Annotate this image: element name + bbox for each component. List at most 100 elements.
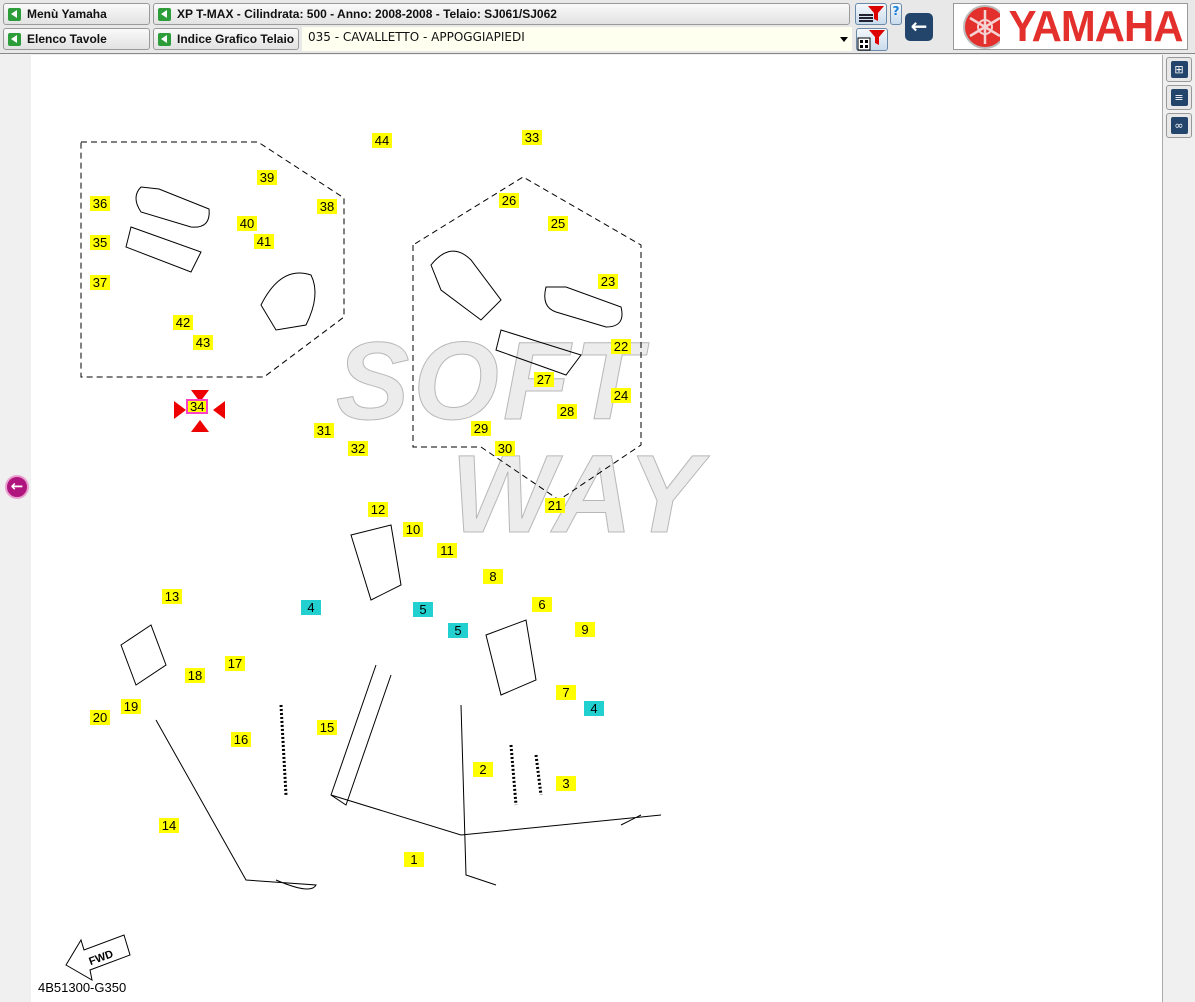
- callout[interactable]: 42: [173, 315, 193, 330]
- callout[interactable]: 4: [584, 701, 604, 716]
- callout[interactable]: 36: [90, 196, 110, 211]
- main-stand: [330, 664, 662, 886]
- list-button[interactable]: ≡: [1166, 85, 1192, 110]
- menu-yamaha-label: Menù Yamaha: [27, 7, 107, 21]
- back-arrow-icon: [158, 7, 171, 21]
- filter-list-icon: [859, 6, 884, 22]
- bracket-right: [430, 250, 502, 321]
- back-button[interactable]: ←: [905, 13, 933, 41]
- callout[interactable]: 26: [499, 193, 519, 208]
- help-label: ?: [892, 4, 900, 18]
- chevron-down-icon: [840, 37, 848, 42]
- callout[interactable]: 20: [90, 710, 110, 725]
- callout[interactable]: 37: [90, 275, 110, 290]
- watermark-soft: SOFT: [335, 320, 646, 443]
- filter-grid-icon: [857, 30, 885, 51]
- callout[interactable]: 8: [483, 569, 503, 584]
- elenco-tavole-label: Elenco Tavole: [27, 32, 107, 46]
- left-strip: [0, 55, 31, 1002]
- callout[interactable]: 28: [557, 404, 577, 419]
- springs: [279, 704, 543, 806]
- watermark-way: WAY: [450, 433, 706, 556]
- callout[interactable]: 27: [534, 372, 554, 387]
- callout[interactable]: 4: [301, 600, 321, 615]
- callout[interactable]: 1: [404, 852, 424, 867]
- callout[interactable]: 33: [522, 130, 542, 145]
- callout[interactable]: 40: [237, 216, 257, 231]
- callout[interactable]: 7: [556, 685, 576, 700]
- callout[interactable]: 10: [403, 522, 423, 537]
- sidestand: [155, 719, 317, 890]
- callout[interactable]: 11: [437, 543, 457, 558]
- table-select-value: 035 - CAVALLETTO - APPOGGIAPIEDI: [308, 30, 525, 44]
- toolbar: Menù Yamaha XP T-MAX - Cilindrata: 500 -…: [0, 0, 1195, 54]
- cart-button[interactable]: ⊞: [1166, 57, 1192, 82]
- callout[interactable]: 13: [162, 589, 182, 604]
- callout[interactable]: 32: [348, 441, 368, 456]
- filter-list-button[interactable]: [855, 3, 887, 25]
- indice-grafico-label: Indice Grafico Telaio: [177, 32, 295, 46]
- callout[interactable]: 2: [473, 762, 493, 777]
- callout[interactable]: 22: [611, 339, 631, 354]
- callout[interactable]: 12: [368, 502, 388, 517]
- callout-selected[interactable]: 34: [186, 399, 209, 414]
- callout[interactable]: 19: [121, 699, 141, 714]
- parts-drawing: FWD: [65, 141, 662, 981]
- footrest-right-group-outline: [412, 176, 642, 501]
- callout[interactable]: 5: [448, 623, 468, 638]
- callout[interactable]: 9: [575, 622, 595, 637]
- callout[interactable]: 17: [225, 656, 245, 671]
- callout[interactable]: 24: [611, 388, 631, 403]
- drawing-code: 4B51300-G350: [38, 980, 127, 995]
- filter-qr-button[interactable]: [856, 28, 888, 51]
- menu-yamaha-button[interactable]: Menù Yamaha: [3, 3, 150, 25]
- callout[interactable]: 29: [471, 421, 491, 436]
- sidebar: ⊞ ≡ ∞: [1162, 55, 1195, 1002]
- footrest-rubber-right: [544, 286, 623, 328]
- callout[interactable]: 15: [317, 720, 337, 735]
- indice-grafico-button[interactable]: Indice Grafico Telaio: [153, 28, 299, 50]
- yamaha-logo: YAMAHA: [953, 2, 1188, 51]
- parts-link-button[interactable]: ∞: [1166, 113, 1192, 138]
- callout[interactable]: 3: [556, 776, 576, 791]
- callout[interactable]: 23: [598, 274, 618, 289]
- callout[interactable]: 25: [548, 216, 568, 231]
- list-icon: ≡: [1170, 89, 1188, 106]
- selection-marker: [174, 390, 225, 432]
- previous-table-button[interactable]: ←: [5, 475, 29, 499]
- callout[interactable]: 30: [495, 441, 515, 456]
- back-arrow-icon: [8, 32, 21, 46]
- help-button[interactable]: ?: [890, 3, 902, 25]
- model-info-label: XP T-MAX - Cilindrata: 500 - Anno: 2008-…: [177, 7, 557, 21]
- callout[interactable]: 43: [193, 335, 213, 350]
- arrow-left-icon: ←: [910, 14, 928, 38]
- callout[interactable]: 14: [159, 818, 179, 833]
- arrow-left-icon: ←: [10, 477, 24, 495]
- footrest-rubber-left: [135, 186, 210, 228]
- elenco-tavole-button[interactable]: Elenco Tavole: [3, 28, 150, 50]
- exploded-diagram: SOFT WAY FWD: [31, 55, 831, 1002]
- stand-bracket-left: [350, 524, 402, 601]
- callout[interactable]: 18: [185, 668, 205, 683]
- fwd-arrow: FWD: [65, 934, 131, 981]
- callout[interactable]: 41: [254, 234, 274, 249]
- model-info-button[interactable]: XP T-MAX - Cilindrata: 500 - Anno: 2008-…: [153, 3, 850, 25]
- back-arrow-icon: [8, 7, 21, 21]
- callout[interactable]: 16: [231, 732, 251, 747]
- callout[interactable]: 31: [314, 423, 334, 438]
- callout[interactable]: 35: [90, 235, 110, 250]
- callout[interactable]: 38: [317, 199, 337, 214]
- parts-link-icon: ∞: [1170, 117, 1188, 134]
- callout[interactable]: 44: [372, 133, 392, 148]
- callout[interactable]: 21: [545, 498, 565, 513]
- cart-icon: ⊞: [1170, 61, 1188, 78]
- callout[interactable]: 39: [257, 170, 277, 185]
- table-select[interactable]: 035 - CAVALLETTO - APPOGGIAPIEDI: [302, 27, 852, 51]
- callout[interactable]: 6: [532, 597, 552, 612]
- footrest-left-group-outline: [80, 141, 345, 378]
- right-panel: [831, 55, 1162, 1002]
- bracket-left: [260, 272, 316, 331]
- sidestand-bracket: [120, 624, 167, 686]
- callout[interactable]: 5: [413, 602, 433, 617]
- yamaha-emblem-icon: [963, 4, 1000, 49]
